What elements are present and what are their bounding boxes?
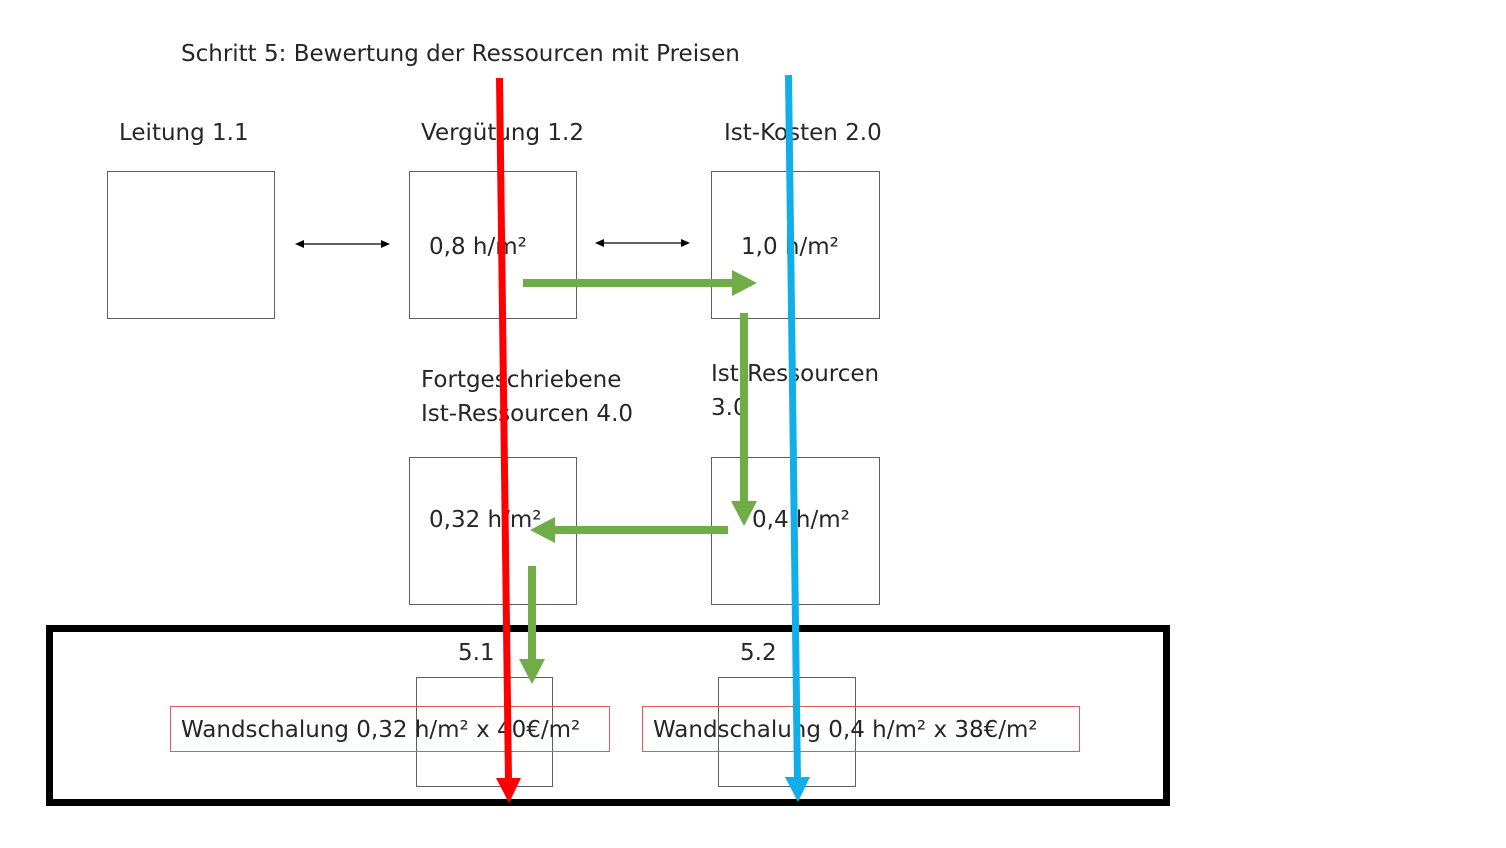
label-ist-kosten: Ist-Kosten 2.0 xyxy=(724,120,882,146)
result-text-box-5-2 xyxy=(642,706,1080,752)
node-verguetung-value: 0,8 h/m² xyxy=(429,234,527,260)
label-result-5-2: 5.2 xyxy=(740,640,777,666)
green-arrow-istressourcen-to-fortgeschriebene xyxy=(530,517,728,543)
node-ist-kosten: 1,0 h/m² xyxy=(711,171,880,319)
label-result-5-1: 5.1 xyxy=(458,640,495,666)
label-fortgeschriebene-line1: Fortgeschriebene xyxy=(421,367,622,393)
double-arrow-leitung-verguetung xyxy=(295,240,390,248)
label-leitung: Leitung 1.1 xyxy=(119,120,249,146)
double-arrow-verguetung-istkosten xyxy=(595,239,690,247)
blue-arrow xyxy=(785,75,810,802)
red-arrow xyxy=(496,78,521,803)
result-text-box-5-1 xyxy=(170,706,610,752)
result-frame xyxy=(46,625,1170,806)
green-arrow-istkosten-to-istressourcen xyxy=(731,313,757,526)
result-text-5-2: Wandschalung 0,4 h/m² x 38€/m² xyxy=(653,717,1038,743)
node-fortgeschriebene-value: 0,32 h/m² xyxy=(429,507,542,533)
green-arrow-verguetung-to-istkosten xyxy=(523,270,757,296)
node-verguetung: 0,8 h/m² xyxy=(409,171,577,319)
label-fortgeschriebene-line2: Ist-Ressourcen 4.0 xyxy=(421,401,634,427)
diagram-title: Schritt 5: Bewertung der Ressourcen mit … xyxy=(181,41,740,67)
node-ist-ressourcen-value: 0,4 h/m² xyxy=(752,507,850,533)
result-box-5-2 xyxy=(718,677,856,787)
result-box-5-1 xyxy=(416,677,553,787)
node-leitung xyxy=(107,171,275,319)
green-arrow-fortgeschriebene-to-result xyxy=(519,566,545,684)
result-text-5-1: Wandschalung 0,32 h/m² x 40€/m² xyxy=(181,717,581,743)
